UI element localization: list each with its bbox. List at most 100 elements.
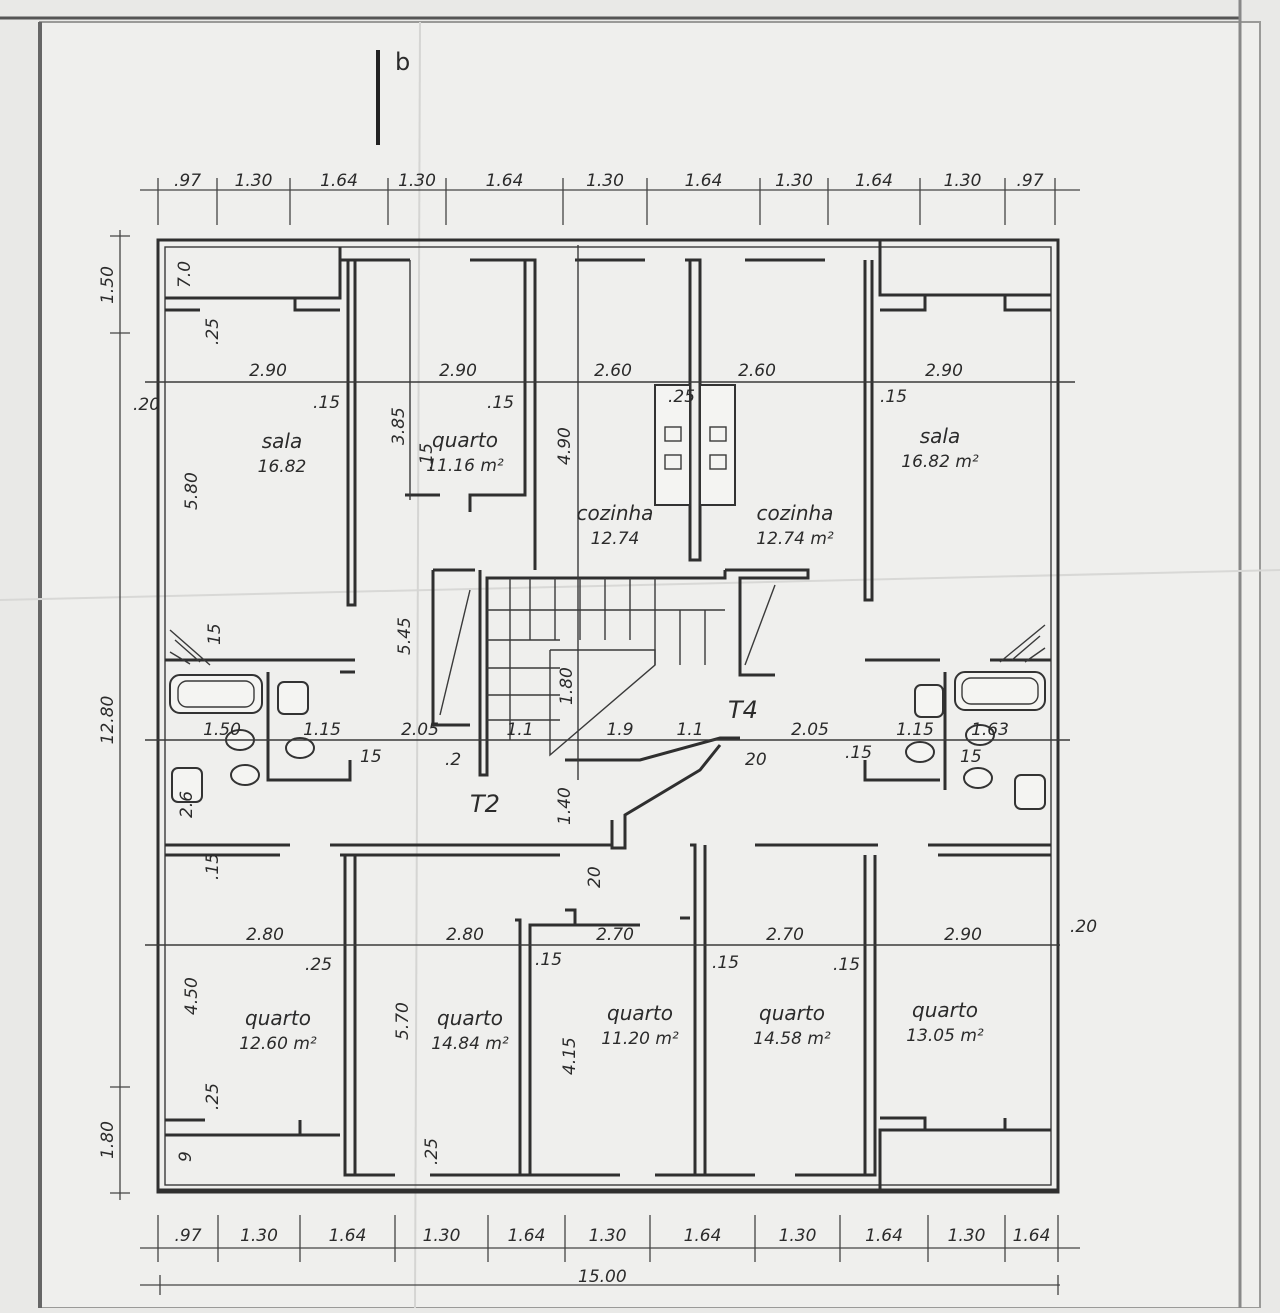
bathtub-left-icon xyxy=(169,674,263,714)
dim-25: .25 xyxy=(305,955,332,975)
interior-walls xyxy=(165,258,1051,1177)
dim-15: .15 xyxy=(535,950,562,970)
top-dim-label: 1.30 xyxy=(944,171,982,191)
dim-15: .15 xyxy=(845,743,872,763)
room-area: 12.74 xyxy=(591,529,640,549)
left-dimension-chain xyxy=(110,230,130,1200)
room-name: quarto xyxy=(759,1001,825,1025)
room-name: cozinha xyxy=(757,501,834,525)
sink-icon xyxy=(1014,774,1046,810)
room-width-dim: 2.60 xyxy=(594,361,632,381)
room-width-dim: 2.60 xyxy=(738,361,776,381)
top-dim-label: 1.64 xyxy=(486,171,524,191)
dim-9: 9 xyxy=(176,1151,196,1162)
room-name: quarto xyxy=(245,1006,311,1030)
corner-fixture-right xyxy=(999,624,1046,663)
dim-15: .15 xyxy=(417,443,437,470)
paper-sheet xyxy=(39,21,1261,1309)
dim-15: .15 xyxy=(203,853,223,880)
room-name: sala xyxy=(920,424,961,448)
room-area: 16.82 xyxy=(258,457,307,477)
dim-quarto-left-depth: 4.50 xyxy=(182,977,202,1015)
dim-quarto-depth: 3.85 xyxy=(389,407,409,445)
bottom-dim-label: 1.64 xyxy=(508,1226,546,1246)
top-dim-label: 1.64 xyxy=(320,171,358,191)
dim-25: .25 xyxy=(668,387,695,407)
landing-label-t4: T4 xyxy=(728,696,758,724)
top-dim-label: .97 xyxy=(1016,171,1043,191)
room-area: 11.16 m² xyxy=(426,456,504,476)
dim-25: .25 xyxy=(203,1083,223,1110)
paper-fold xyxy=(414,21,421,1309)
room-width-dim: 2.70 xyxy=(766,925,804,945)
room-area: 14.58 m² xyxy=(753,1029,831,1049)
room-name: quarto xyxy=(437,1006,503,1030)
dim-25: .25 xyxy=(422,1138,442,1165)
sink-icon xyxy=(914,684,944,718)
room-area: 11.20 m² xyxy=(601,1029,679,1049)
kitchen-counter-right xyxy=(699,384,736,506)
stove-burner-icon xyxy=(664,454,682,470)
dim-kitchen-depth: 4.90 xyxy=(555,427,575,465)
staircase xyxy=(487,578,725,757)
bottom-dim-label: 1.30 xyxy=(779,1226,817,1246)
top-dim-label: 1.30 xyxy=(586,171,624,191)
left-dim-1: 1.50 xyxy=(98,266,118,304)
room-name: quarto xyxy=(912,998,978,1022)
dim-20: 20 xyxy=(745,750,767,770)
balcony-top-left xyxy=(165,247,342,312)
left-dim-2: 12.80 xyxy=(98,696,118,745)
bottom-dim-label: 1.64 xyxy=(1013,1226,1051,1246)
dim-15: 15 xyxy=(205,623,225,645)
dim-15: .15 xyxy=(487,393,514,413)
top-dim-label: 1.30 xyxy=(775,171,813,191)
room-area: 13.05 m² xyxy=(906,1026,984,1046)
dim-sala-left-depth: 5.80 xyxy=(182,472,202,510)
room-area: 14.84 m² xyxy=(431,1034,509,1054)
dim-2-6: 2.6 xyxy=(177,791,197,818)
dim-20: .20 xyxy=(133,395,160,415)
room-area: 16.82 m² xyxy=(901,452,979,472)
sink-icon xyxy=(277,681,309,715)
dim-20: 20 xyxy=(585,866,605,888)
room-width-dim: 1.50 xyxy=(203,720,241,740)
balcony-top-right xyxy=(878,240,1051,312)
corner-fixture-left xyxy=(169,629,211,666)
room-width-dim: 1.1 xyxy=(506,720,533,740)
top-dim-label: 1.30 xyxy=(398,171,436,191)
room-width-dim: 1.15 xyxy=(303,720,341,740)
room-width-dim: 2.90 xyxy=(249,361,287,381)
room-width-dim: 1.15 xyxy=(896,720,934,740)
dim-stair-depth: 5.45 xyxy=(395,617,415,655)
bathtub-right-icon xyxy=(954,671,1046,711)
dim-15: .15 xyxy=(313,393,340,413)
bottom-dim-label: 1.30 xyxy=(589,1226,627,1246)
balcony-bottom-left xyxy=(165,1118,340,1137)
left-dim-3: 1.80 xyxy=(98,1121,118,1159)
dim-stair-run: 1.80 xyxy=(557,667,577,705)
room-width-dim: 2.90 xyxy=(944,925,982,945)
kitchen-counter-left xyxy=(654,384,691,506)
bathtub-right-inner xyxy=(961,677,1039,705)
room-width-dim: 2.05 xyxy=(791,720,829,740)
room-width-dim: 2.05 xyxy=(401,720,439,740)
dim-15: .15 xyxy=(880,387,907,407)
bottom-dim-label: 1.64 xyxy=(684,1226,722,1246)
toilet-icon xyxy=(285,737,315,759)
room-width-dim: 2.90 xyxy=(925,361,963,381)
section-marker-label: b xyxy=(395,48,410,76)
bathtub-left-inner xyxy=(177,680,255,708)
room-area: 12.74 m² xyxy=(756,529,834,549)
bottom-dim-label: 1.64 xyxy=(865,1226,903,1246)
bottom-dim-label: 1.30 xyxy=(240,1226,278,1246)
room-width-dim: 2.70 xyxy=(596,925,634,945)
bottom-dim-label: 1.30 xyxy=(948,1226,986,1246)
exterior-walls xyxy=(156,238,1060,1194)
bottom-dim-label: 1.64 xyxy=(329,1226,367,1246)
dim-quarto-2-depth: 5.70 xyxy=(393,1002,413,1040)
stove-burner-icon xyxy=(709,426,727,442)
room-name: sala xyxy=(262,429,303,453)
